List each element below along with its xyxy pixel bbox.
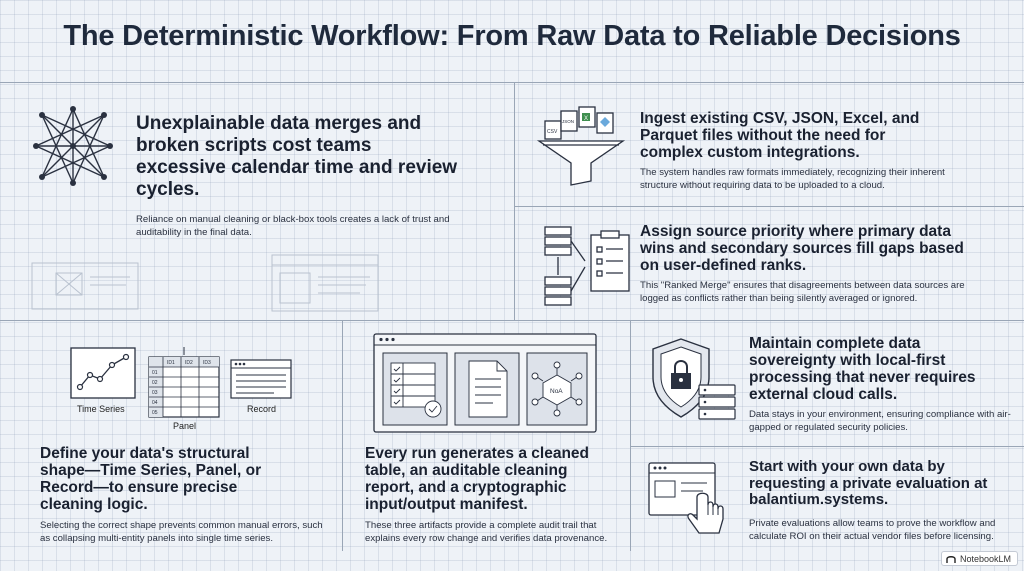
divider bbox=[514, 206, 1024, 207]
problem-panel: Unexplainable data merges and broken scr… bbox=[0, 83, 514, 320]
priority-body: This "Ranked Merge" ensures that disagre… bbox=[640, 280, 965, 304]
problem-heading: Unexplainable data merges and broken scr… bbox=[136, 113, 458, 200]
cleaned-table-icon bbox=[390, 362, 442, 418]
divider bbox=[630, 320, 631, 551]
ingest-body: The system handles raw formats immediate… bbox=[640, 167, 945, 191]
divider bbox=[342, 320, 343, 551]
hash-label: NoA bbox=[550, 388, 563, 395]
parquet-file-icon bbox=[600, 117, 610, 127]
sovereignty-heading: Maintain complete data sovereignty with … bbox=[749, 335, 976, 403]
priority-panel: Assign source priority where primary dat… bbox=[515, 207, 1024, 320]
artifacts-heading: Every run generates a cleaned table, an … bbox=[365, 445, 590, 513]
time-series-chart-icon bbox=[70, 347, 136, 399]
faded-document-icon bbox=[271, 254, 379, 312]
sovereignty-body: Data stays in your environment, ensuring… bbox=[749, 409, 1011, 433]
ranked-merge-icon bbox=[544, 226, 630, 306]
lock-icon bbox=[671, 360, 691, 389]
panel-col-header: ID3 bbox=[203, 360, 211, 366]
panel-label: Panel bbox=[173, 421, 197, 431]
panel-col-header: ID1 bbox=[167, 360, 175, 366]
divider bbox=[514, 82, 515, 320]
sovereignty-panel: Maintain complete data sovereignty with … bbox=[631, 321, 1024, 446]
panel-row-header: 01 bbox=[152, 370, 158, 376]
evaluation-body: Private evaluations allow teams to prove… bbox=[749, 518, 996, 542]
notebooklm-logo-icon bbox=[946, 555, 956, 563]
shape-heading: Define your data's structural shape—Time… bbox=[40, 445, 262, 513]
tangled-network-icon bbox=[33, 106, 113, 186]
notebooklm-badge: NotebookLM bbox=[940, 551, 1018, 566]
csv-file-icon: CSV bbox=[547, 129, 558, 135]
pointer-hand-icon bbox=[687, 492, 724, 534]
time-series-label: Time Series bbox=[77, 404, 125, 414]
cleaning-report-icon bbox=[468, 360, 508, 418]
badge-label: NotebookLM bbox=[959, 553, 1011, 564]
shield-lock-server-icon bbox=[652, 338, 736, 420]
evaluation-panel: Start with your own data by requesting a… bbox=[631, 447, 1024, 551]
ingest-heading: Ingest existing CSV, JSON, Excel, and Pa… bbox=[640, 110, 920, 161]
json-file-icon: JSON bbox=[562, 119, 574, 124]
record-label: Record bbox=[247, 404, 277, 414]
server-icon bbox=[698, 384, 736, 420]
ingest-panel: CSV JSON X Ingest existing CSV, JSON, Ex… bbox=[515, 83, 1024, 206]
panel-table-icon: ID1 ID2 ID3 01 02 03 04 05 bbox=[148, 347, 220, 418]
panel-row-header: 04 bbox=[152, 400, 158, 406]
page-title: The Deterministic Workflow: From Raw Dat… bbox=[63, 20, 961, 52]
faded-window-icon bbox=[31, 262, 139, 310]
excel-file-icon bbox=[582, 113, 590, 121]
artifacts-body: These three artifacts provide a complete… bbox=[365, 520, 608, 544]
browser-click-icon bbox=[648, 462, 724, 534]
shape-body: Selecting the correct shape prevents com… bbox=[40, 520, 323, 544]
panel-col-header: ID2 bbox=[185, 360, 193, 366]
divider bbox=[0, 82, 1024, 83]
artifacts-panel: NoA Every run generates a cleaned table,… bbox=[343, 321, 630, 551]
record-window-icon bbox=[230, 359, 292, 399]
panel-row-header: 05 bbox=[152, 410, 158, 416]
panel-row-header: 03 bbox=[152, 390, 158, 396]
file-funnel-icon: CSV JSON X bbox=[536, 106, 626, 186]
manifest-hash-icon bbox=[531, 361, 583, 417]
panel-row-header: 02 bbox=[152, 380, 158, 386]
priority-heading: Assign source priority where primary dat… bbox=[640, 223, 964, 274]
shape-panel: Time Series ID1 ID2 ID3 01 02 03 04 05 P… bbox=[0, 321, 342, 551]
evaluation-heading: Start with your own data by requesting a… bbox=[749, 458, 988, 508]
artifacts-window-icon: NoA bbox=[373, 333, 597, 433]
divider bbox=[0, 320, 1024, 321]
excel-file-label: X bbox=[584, 116, 588, 122]
divider bbox=[630, 446, 1024, 447]
problem-body: Reliance on manual cleaning or black-box… bbox=[136, 214, 450, 238]
